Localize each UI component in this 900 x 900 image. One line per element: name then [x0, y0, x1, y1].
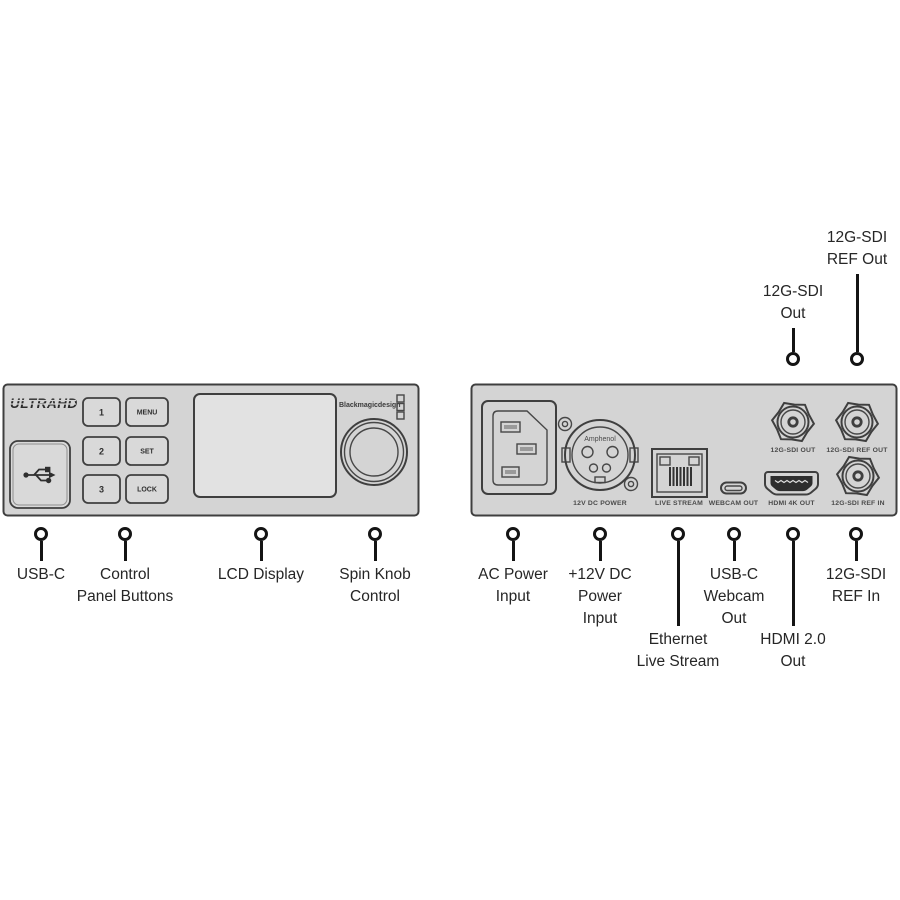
ethernet-port — [651, 448, 708, 498]
callout-sdi-ref-out: 12G-SDI REF Out — [787, 227, 900, 366]
set-button-label: SET — [140, 449, 154, 456]
spin-knob — [340, 418, 408, 486]
bnc-sdi-ref-in — [835, 455, 881, 497]
rear-panel-illustration: Amphenol 12V DC POWER LIVE STRE — [470, 383, 898, 517]
callout-control-panel-buttons-label: Control Panel Buttons — [76, 566, 174, 605]
callout-leader-line — [732, 541, 736, 561]
set-button: SET — [125, 436, 169, 466]
callout-lcd-display-label: LCD Display — [217, 566, 305, 583]
callout-marker-dot — [118, 527, 132, 541]
callout-ac-power-input: AC Power Input — [443, 527, 583, 608]
callout-leader-line — [855, 274, 859, 352]
front-panel-illustration: ULTRAHD 1 2 — [2, 383, 420, 517]
usb-icon — [23, 466, 56, 484]
ethernet-label: LIVE STREAM — [655, 500, 703, 507]
callout-control-panel-buttons: Control Panel Buttons — [55, 527, 195, 608]
callout-marker-dot — [368, 527, 382, 541]
blackmagicdesign-logo-text: Blackmagicdesign — [339, 402, 400, 409]
lcd-display — [193, 393, 337, 498]
front-usb-button — [9, 440, 71, 509]
callout-leader-line — [373, 541, 377, 561]
menu-button: MENU — [125, 397, 169, 427]
callout-sdi-ref-in: 12G-SDI REF In — [786, 527, 900, 608]
button-2: 2 — [82, 436, 121, 466]
bnc-sdi-out — [770, 401, 816, 443]
callout-sdi-ref-out-label: 12G-SDI REF Out — [826, 229, 888, 268]
menu-button-label: MENU — [137, 410, 158, 417]
callout-ethernet-live-stream: Ethernet Live Stream — [608, 527, 748, 673]
blackmagicdesign-logo: Blackmagicdesign — [339, 394, 405, 420]
callout-marker-dot — [850, 352, 864, 366]
sdi-ref-in-label: 12G-SDI REF IN — [831, 500, 884, 507]
bnc-sdi-ref-out — [834, 401, 880, 443]
callout-marker-dot — [786, 352, 800, 366]
callout-marker-dot — [786, 527, 800, 541]
callout-dc-power-input: +12V DC Power Input — [530, 527, 670, 630]
callout-marker-dot — [254, 527, 268, 541]
callout-leader-line — [259, 541, 263, 561]
callout-spin-knob-control: Spin Knob Control — [305, 527, 445, 608]
callout-leader-line — [791, 541, 795, 626]
callout-leader-line — [854, 541, 858, 561]
callout-marker-dot — [671, 527, 685, 541]
callout-sdi-out: 12G-SDI Out — [723, 281, 863, 366]
callout-usb-c-webcam-out-label: USB-C Webcam Out — [703, 566, 765, 627]
xlr-brand-text: Amphenol — [584, 436, 616, 443]
callout-leader-line — [598, 541, 602, 561]
callout-spin-knob-control-label: Spin Knob Control — [339, 566, 411, 605]
callout-marker-dot — [849, 527, 863, 541]
button-3-label: 3 — [99, 485, 104, 495]
callout-marker-dot — [506, 527, 520, 541]
ac-power-inlet — [481, 400, 557, 495]
callout-lcd-display: LCD Display — [191, 527, 331, 586]
button-2-label: 2 — [99, 447, 104, 457]
callout-leader-line — [39, 541, 43, 561]
callout-sdi-ref-in-label: 12G-SDI REF In — [825, 566, 887, 605]
hdmi-out-label: HDMI 4K OUT — [768, 500, 815, 507]
callout-usb-c-label: USB-C — [16, 566, 66, 583]
lock-button-label: LOCK — [137, 487, 157, 494]
callout-leader-line — [511, 541, 515, 561]
xlr-dc-power-connector: Amphenol — [557, 416, 639, 492]
webcam-out-label: WEBCAM OUT — [709, 500, 759, 507]
callout-marker-dot — [34, 527, 48, 541]
callout-leader-line — [791, 328, 795, 352]
ultrahd-logo: ULTRAHD — [10, 396, 77, 411]
sdi-ref-out-label: 12G-SDI REF OUT — [826, 447, 888, 454]
usb-c-port — [720, 481, 747, 495]
sdi-out-label: 12G-SDI OUT — [771, 447, 817, 454]
callout-usb-c: USB-C — [0, 527, 111, 586]
callout-usb-c-webcam-out: USB-C Webcam Out — [664, 527, 804, 630]
callout-sdi-out-label: 12G-SDI Out — [762, 283, 824, 322]
callout-ethernet-live-stream-label: Ethernet Live Stream — [636, 631, 720, 670]
callout-leader-line — [123, 541, 127, 561]
callout-hdmi-out: HDMI 2.0 Out — [723, 527, 863, 673]
callout-dc-power-input-label: +12V DC Power Input — [568, 566, 632, 627]
callout-marker-dot — [727, 527, 741, 541]
callout-leader-line — [676, 541, 680, 626]
callout-marker-dot — [593, 527, 607, 541]
lock-button: LOCK — [125, 474, 169, 504]
callout-ac-power-input-label: AC Power Input — [478, 566, 548, 605]
dc-power-label: 12V DC POWER — [573, 500, 627, 507]
hdmi-port — [764, 471, 819, 496]
button-1-label: 1 — [99, 408, 104, 418]
button-3: 3 — [82, 474, 121, 504]
button-1: 1 — [82, 397, 121, 427]
callout-hdmi-out-label: HDMI 2.0 Out — [760, 631, 826, 670]
